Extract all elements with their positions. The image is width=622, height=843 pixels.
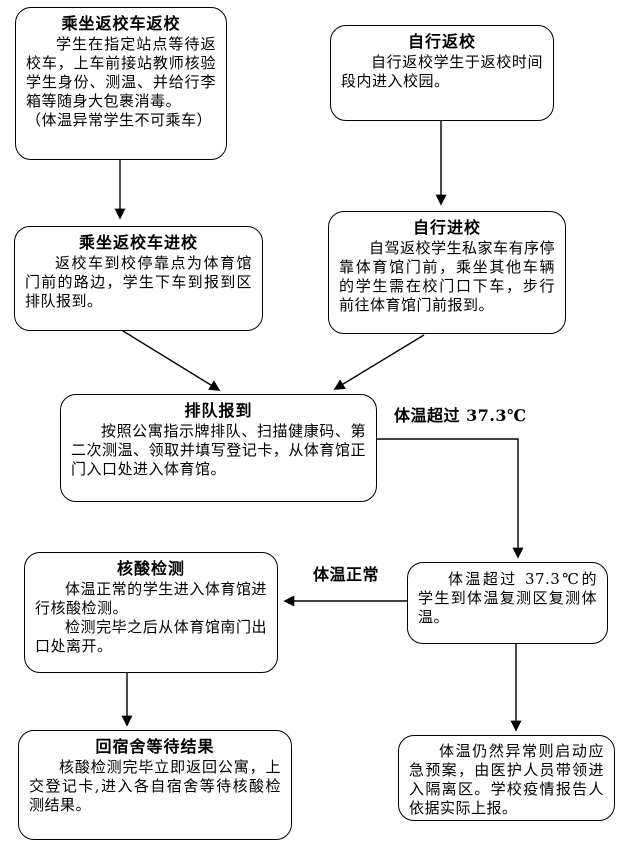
arrow-queue-to-recheck xyxy=(377,438,524,559)
node-queue-checkin-title: 排队报到 xyxy=(184,401,253,420)
node-wait-result-title: 回宿舍等待结果 xyxy=(95,737,215,756)
node-bus-return-body: 学生在指定站点等待返校车，上车前接站教师核验学生身份、测温、并给行李箱等随身大包… xyxy=(26,35,216,110)
node-emergency-plan-body: 体温仍然异常则启动应急预案，由医护人员带领进入隔离区。学校疫情报告人依据实际上报… xyxy=(409,742,604,817)
edge-label-over-temp: 体温超过 37.3℃ xyxy=(394,406,527,425)
arrow-self-enter-to-queue xyxy=(333,334,425,390)
node-self-enter-body: 自驾返校学生私家车有序停靠体育馆门前，乘坐其他车辆的学生需在校门口下车，步行前往… xyxy=(339,239,556,314)
node-temp-recheck: 体温超过 37.3℃的学生到体温复测区复测体温。 xyxy=(407,562,608,644)
node-nucleic-test-title: 核酸检测 xyxy=(116,559,185,578)
edge-label-normal-temp: 体温正常 xyxy=(313,565,380,584)
node-bus-enter-title: 乘坐返校车进校 xyxy=(78,233,198,252)
node-queue-checkin-body: 按照公寓指示牌排队、扫描健康码、第二次测温、领取并填写登记卡，从体育馆正门入口处… xyxy=(71,422,366,478)
node-temp-recheck-body: 体温超过 37.3℃的学生到体温复测区复测体温。 xyxy=(418,570,597,626)
node-bus-return: 乘坐返校车返校 学生在指定站点等待返校车，上车前接站教师核验学生身份、测温、并给… xyxy=(15,7,227,160)
node-nucleic-test: 核酸检测 体温正常的学生进入体育馆进行核酸检测。 检测完毕之后从体育馆南门出口处… xyxy=(24,552,278,673)
node-nucleic-test-body2: 检测完毕之后从体育馆南门出口处离开。 xyxy=(35,618,267,655)
node-queue-checkin: 排队报到 按照公寓指示牌排队、扫描健康码、第二次测温、领取并填写登记卡，从体育馆… xyxy=(60,394,377,502)
node-nucleic-test-body1: 体温正常的学生进入体育馆进行核酸检测。 xyxy=(35,580,267,617)
node-bus-return-title: 乘坐返校车返校 xyxy=(61,14,181,33)
node-self-return: 自行返校 自行返校学生于返校时间段内进入校园。 xyxy=(330,25,554,121)
node-bus-enter: 乘坐返校车进校 返校车到校停靠点为体育馆门前的路边，学生下车到报到区排队报到。 xyxy=(14,226,263,331)
node-bus-enter-body: 返校车到校停靠点为体育馆门前的路边，学生下车到报到区排队报到。 xyxy=(25,254,252,310)
node-self-return-title: 自行返校 xyxy=(407,32,476,51)
node-self-return-body: 自行返校学生于返校时间段内进入校园。 xyxy=(341,53,543,90)
node-bus-return-note: （体温异常学生不可乘车） xyxy=(26,111,213,129)
node-wait-result: 回宿舍等待结果 核酸检测完毕立即返回公寓，上交登记卡,进入各自宿舍等待核酸检测结… xyxy=(18,730,292,840)
arrow-bus-enter-to-queue xyxy=(122,330,221,391)
node-wait-result-body: 核酸检测完毕立即返回公寓，上交登记卡,进入各自宿舍等待核酸检测结果。 xyxy=(29,758,281,814)
node-self-enter: 自行进校 自驾返校学生私家车有序停靠体育馆门前，乘坐其他车辆的学生需在校门口下车… xyxy=(328,211,566,334)
node-emergency-plan: 体温仍然异常则启动应急预案，由医护人员带领进入隔离区。学校疫情报告人依据实际上报… xyxy=(398,735,615,821)
node-self-enter-title: 自行进校 xyxy=(412,218,481,237)
